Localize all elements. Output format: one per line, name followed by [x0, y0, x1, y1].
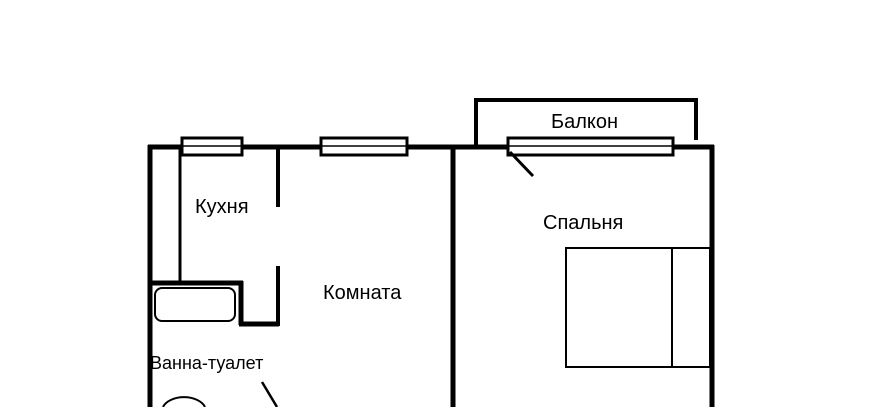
living-room-label: Комната: [323, 282, 402, 304]
toilet: [162, 396, 206, 407]
bed-frame: [565, 247, 711, 368]
bathtub: [154, 287, 236, 322]
interior-walls: [150, 147, 456, 407]
balcony-label: Балкон: [551, 111, 619, 133]
bathroom-door-swing: [260, 381, 279, 407]
kitchen-label: Кухня: [195, 196, 249, 218]
bedroom-label: Спальня: [543, 212, 624, 234]
windows: [180, 136, 675, 157]
balcony: [474, 98, 698, 147]
bed: [565, 247, 711, 368]
bathroom-label: Ванна-туалет: [150, 353, 264, 373]
balcony-door-swing: [508, 150, 535, 178]
